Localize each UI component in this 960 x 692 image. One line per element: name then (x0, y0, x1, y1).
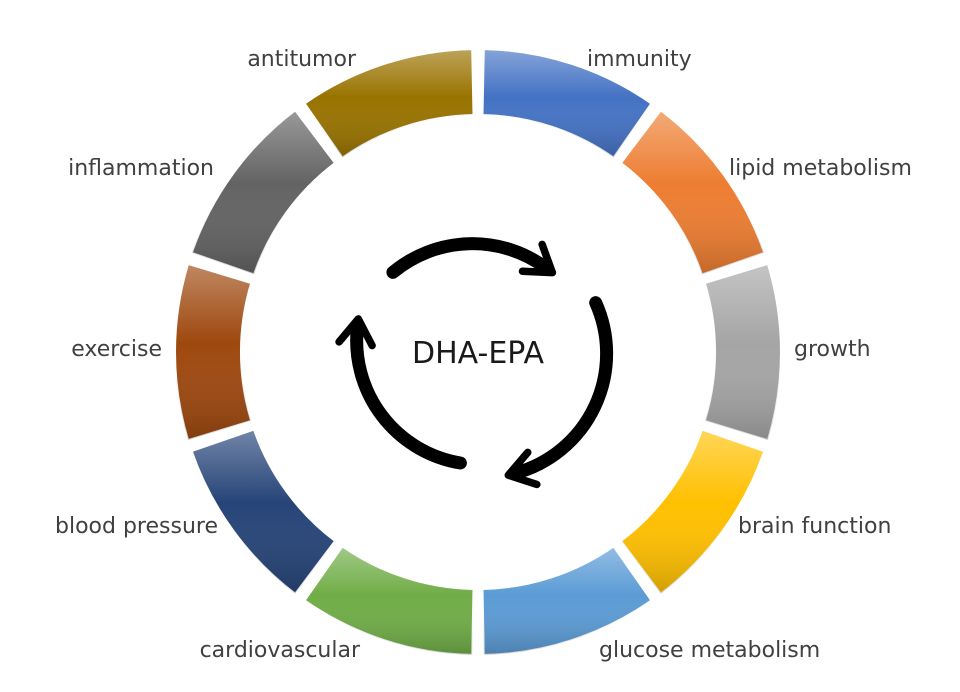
center-label: DHA-EPA (412, 336, 544, 371)
label-brain-function: brain function (738, 514, 891, 539)
cycle-arrow-left (335, 315, 467, 470)
label-blood-pressure: blood pressure (55, 514, 218, 539)
segment-shine (191, 110, 335, 275)
cycle-arrow-top (386, 237, 557, 279)
segment-shine (304, 546, 474, 655)
label-cardiovascular: cardiovascular (200, 638, 361, 663)
segment-shine (704, 263, 781, 441)
label-glucose-metabolism: glucose metabolism (599, 638, 820, 663)
segment-shine (621, 429, 765, 594)
segment-shine (482, 546, 652, 655)
label-growth: growth (794, 337, 871, 362)
segment-shine (175, 263, 252, 441)
segment-shine (304, 49, 474, 158)
segment-shine (191, 429, 335, 594)
segment-shine (482, 49, 652, 158)
label-inflammation: inflammation (68, 156, 214, 181)
label-immunity: immunity (587, 47, 692, 72)
segment-ring (174, 48, 782, 656)
segment-shine (621, 110, 765, 275)
label-antitumor: antitumor (247, 47, 357, 72)
segment-labels: immunity lipid metabolism growth brain f… (55, 47, 912, 663)
label-exercise: exercise (71, 337, 162, 362)
label-lipid-metabolism: lipid metabolism (729, 156, 912, 181)
cycle-arrows (335, 237, 614, 489)
cycle-arrow-right (504, 296, 614, 489)
